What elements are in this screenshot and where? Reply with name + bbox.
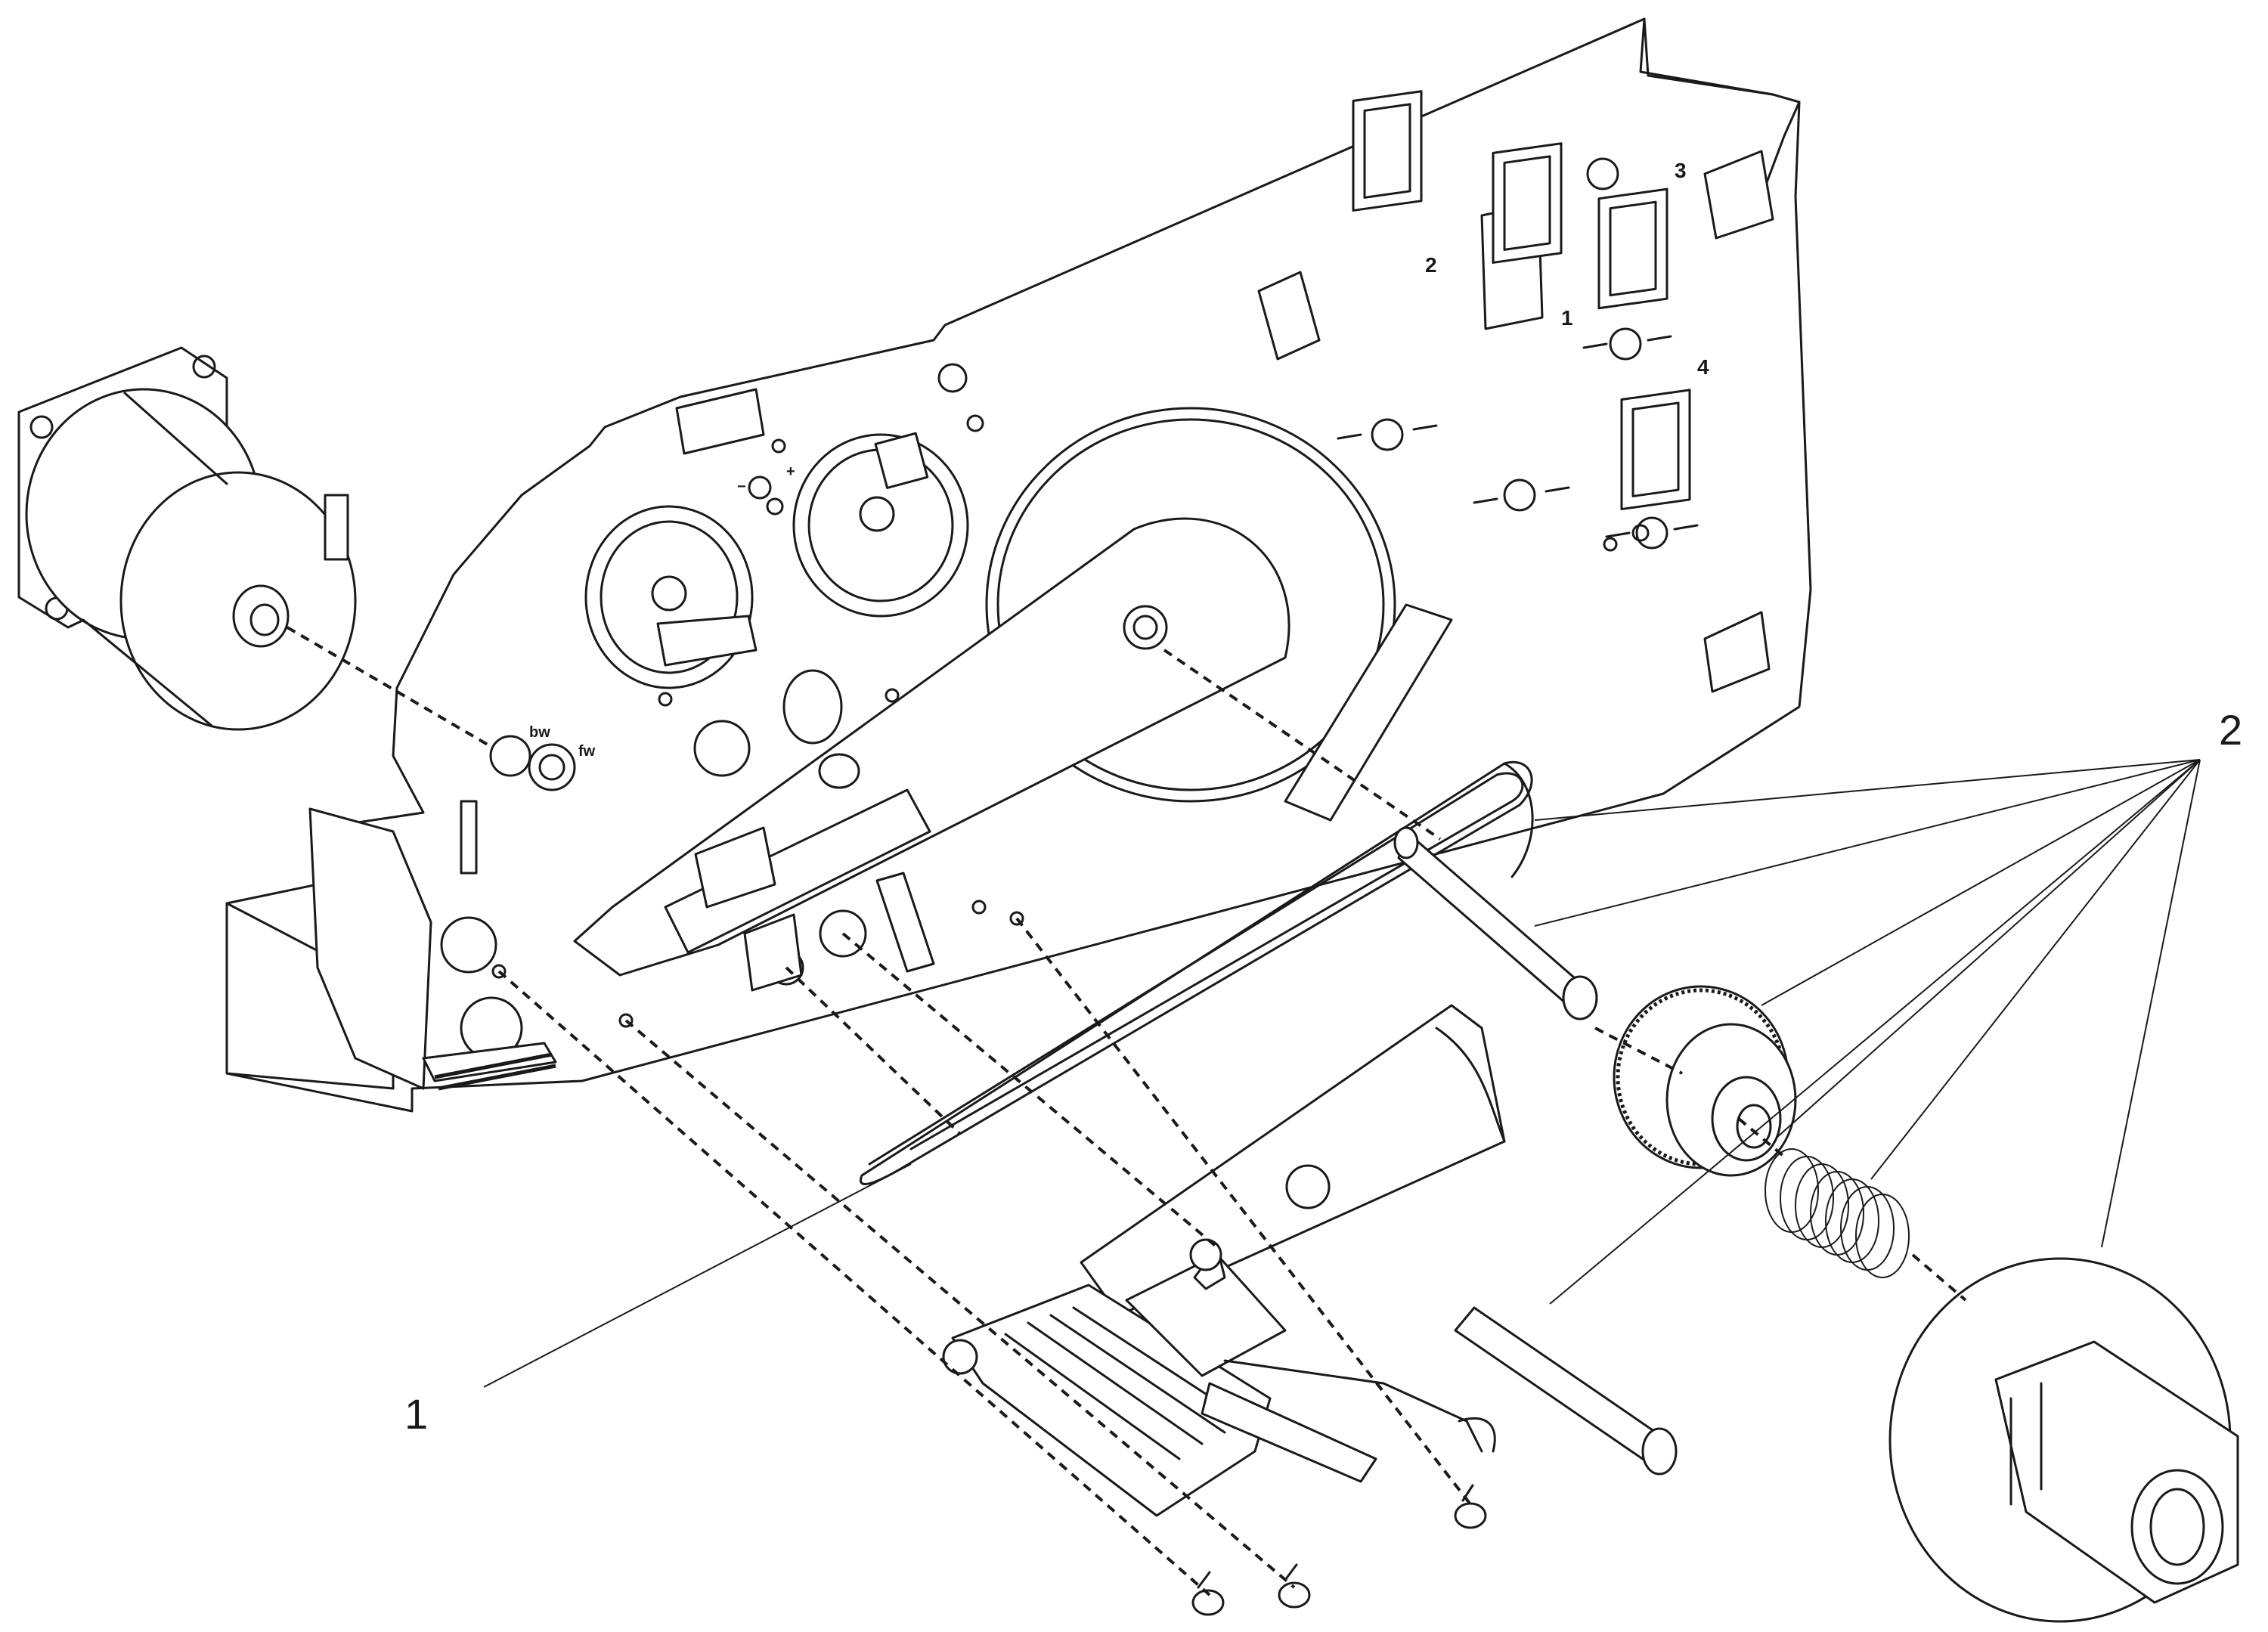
platen-roller-icon <box>1393 826 1598 1020</box>
tension-plus: + <box>786 463 795 480</box>
dial-label-fw: fw <box>578 743 596 760</box>
slot-4: 4 <box>1605 355 1709 550</box>
left-bracket <box>308 800 557 1091</box>
slot-label-4: 4 <box>1697 355 1709 379</box>
drive-belt-icon <box>860 760 1534 1185</box>
dial-label-bw: bw <box>529 724 550 741</box>
callout-2: 2 <box>2219 706 2242 754</box>
drive-pulley-icon <box>1613 985 1797 1177</box>
frame-openings: − + bw fw <box>404 432 1024 1060</box>
slot-1: 1 <box>1473 142 1573 512</box>
callout-leaders <box>483 759 2201 1388</box>
assembly-guide-lines <box>286 626 1967 1596</box>
slot-label-3: 3 <box>1675 159 1687 182</box>
callout-1: 1 <box>404 1390 428 1438</box>
mounting-screw-icon <box>1191 1484 1487 1616</box>
print-head-assembly-icon <box>942 1004 1506 1517</box>
spring-icon <box>1765 1148 1910 1278</box>
tension-arm <box>573 407 1453 992</box>
spool-adapter-icon <box>1888 1257 2239 1623</box>
slot-3: 3 <box>1582 159 1687 361</box>
slot-windows: 2 1 3 4 <box>1337 90 1709 550</box>
pin-icon <box>1454 1306 1678 1476</box>
slot-label-2: 2 <box>1425 253 1437 277</box>
slot-label-1: 1 <box>1561 306 1573 330</box>
slot-2: 2 <box>1337 90 1438 451</box>
stepper-motor-icon <box>17 346 357 731</box>
tension-minus: − <box>737 478 746 495</box>
